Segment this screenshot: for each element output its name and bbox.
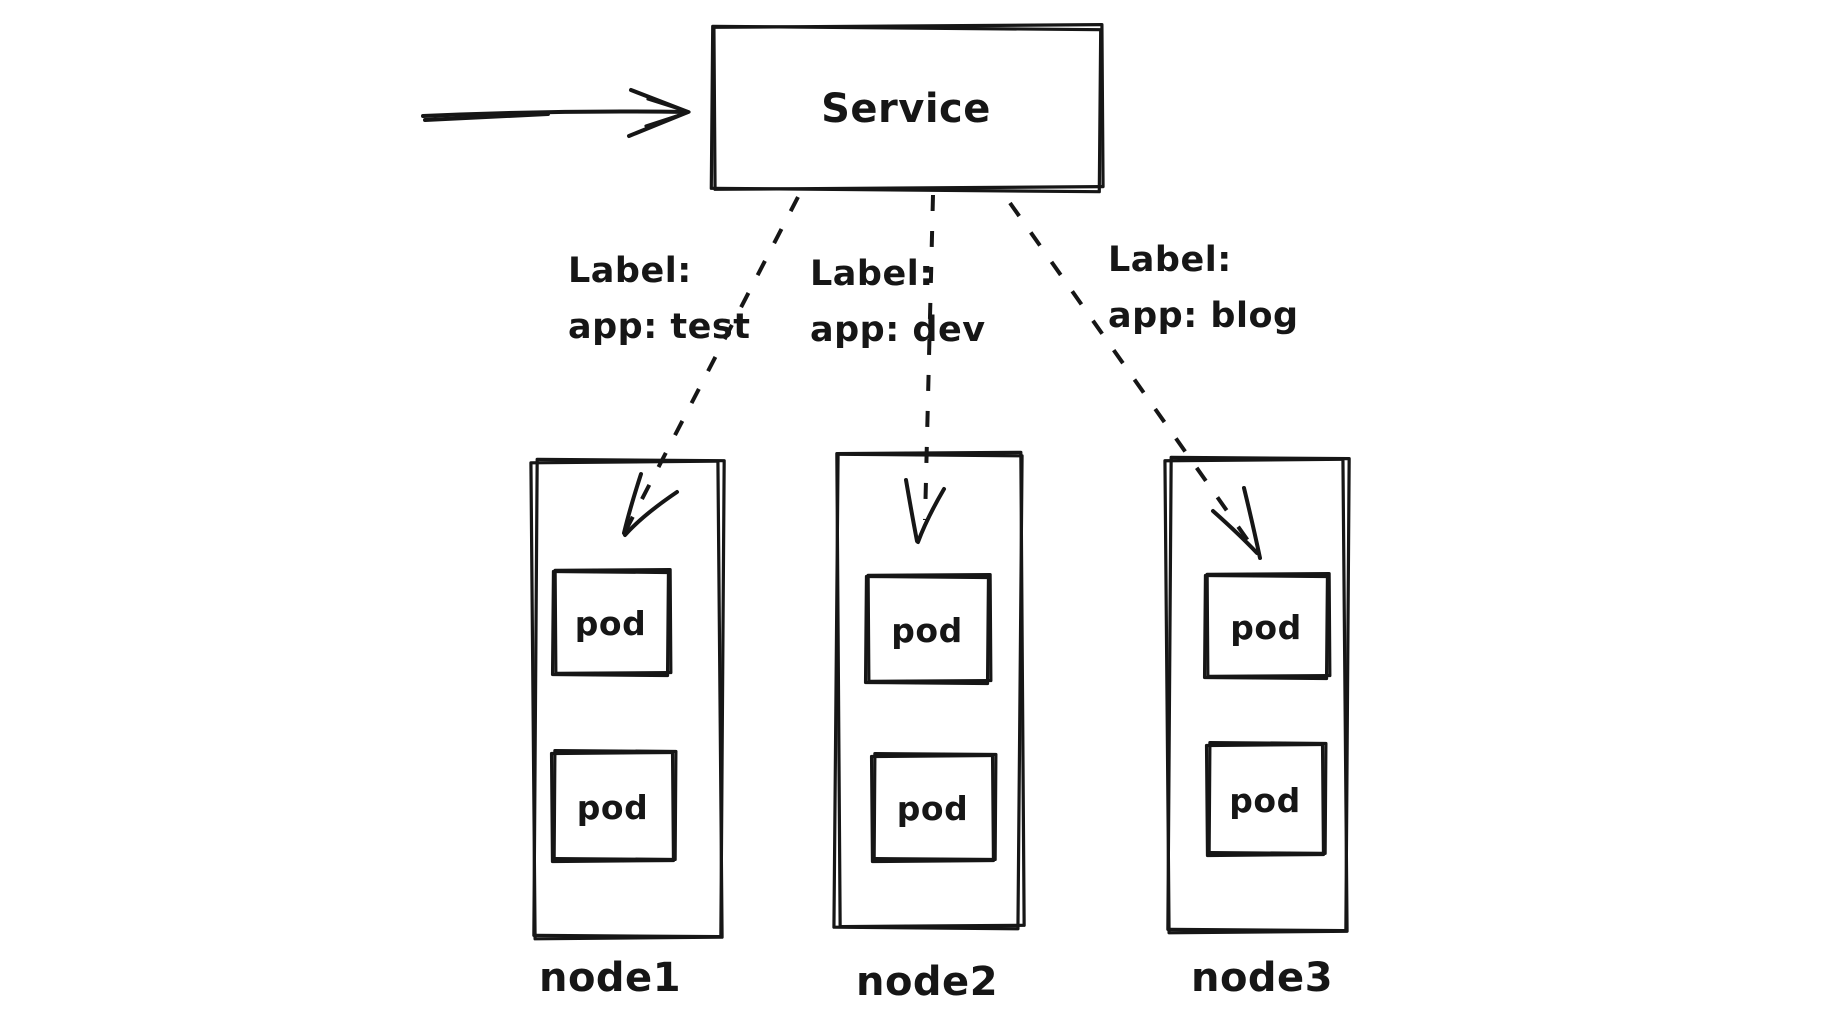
selector-arrow-blog: [1008, 201, 1262, 560]
node2-label: node2: [855, 959, 999, 1005]
selector-label-blog-value: app: blog: [1108, 296, 1299, 336]
node1-pod1-outline: [550, 567, 673, 678]
selector-arrow-test: [622, 196, 800, 537]
node3-pod1-label: pod: [1230, 607, 1302, 647]
node1-pod2-outline: [549, 748, 678, 864]
incoming-arrow: [421, 88, 691, 138]
selector-label-dev: Label: app: dev: [810, 246, 986, 358]
selector-arrow-dev: [904, 194, 946, 544]
node1-label: node1: [538, 955, 682, 1001]
selector-label-dev-value: app: dev: [810, 310, 986, 350]
selector-label-test: Label: app: test: [568, 243, 750, 355]
node1-pod1-label: pod: [574, 604, 647, 643]
service-box-outline: [709, 23, 1105, 194]
node3-pod2-outline: [1204, 741, 1328, 858]
node3-label: node3: [1190, 955, 1334, 1001]
selector-label-dev-title: Label:: [810, 254, 934, 294]
node2-box-outline: [832, 450, 1026, 931]
node3-box-outline: [1163, 455, 1351, 935]
selector-label-test-value: app: test: [568, 307, 751, 347]
node3-pod1-outline: [1202, 571, 1332, 681]
node2-pod2-outline: [869, 751, 998, 864]
service-box-label: Service: [821, 86, 991, 132]
node2-pod1-outline: [863, 572, 993, 686]
node2-pod2-label: pod: [896, 789, 969, 828]
selector-label-test-title: Label:: [568, 251, 692, 291]
selector-label-blog-title: Label:: [1108, 240, 1232, 280]
node1-pod2-label: pod: [576, 787, 649, 827]
selector-label-blog: Label: app: blog: [1108, 232, 1299, 344]
node3-pod2-label: pod: [1229, 780, 1301, 820]
node2-pod1-label: pod: [891, 610, 963, 650]
node1-box-outline: [529, 457, 726, 941]
